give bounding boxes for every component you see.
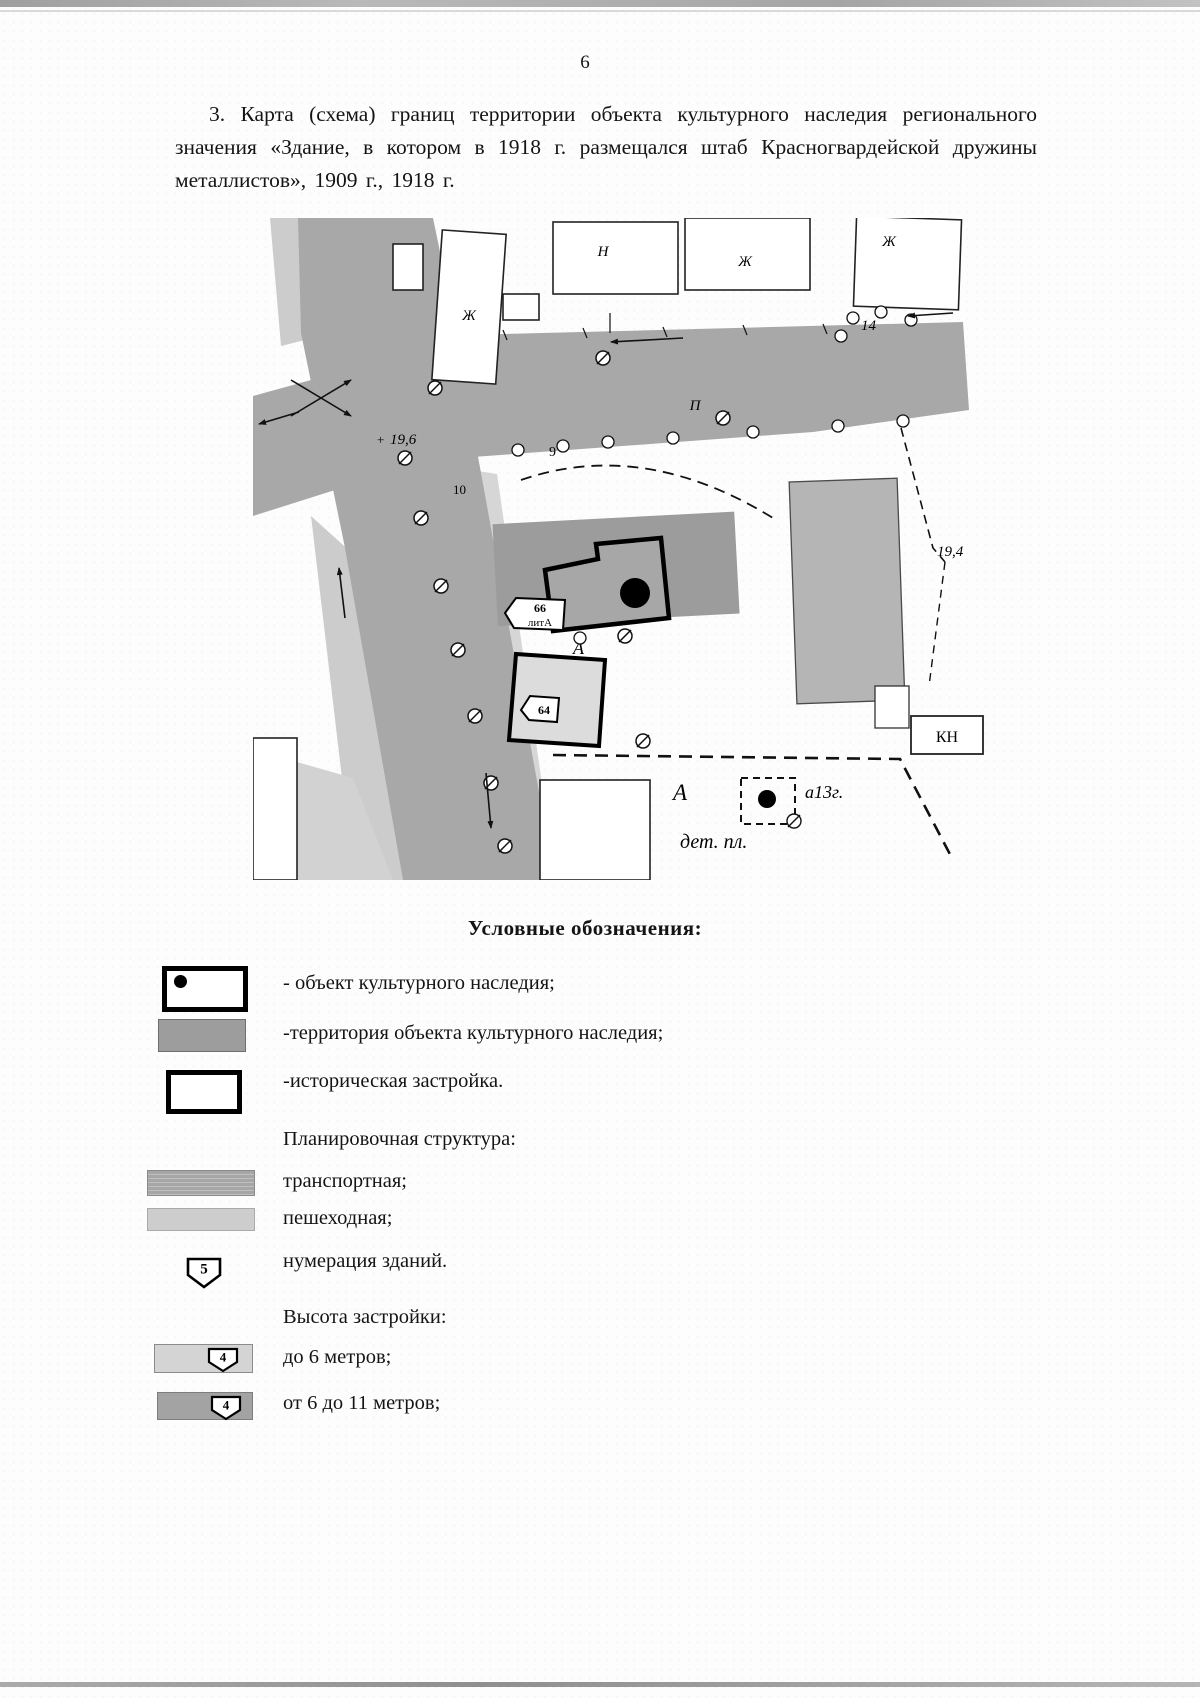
label-19-4: 19,4 — [937, 544, 964, 560]
legend-symbol-pedestrian — [147, 1208, 255, 1231]
label-64: 64 — [538, 703, 550, 717]
section-heading: 3. Карта (схема) границ территории объек… — [175, 102, 1037, 192]
map-figure: КН Ж Н Ж Ж П — [253, 218, 985, 880]
label-det-pl: дет. пл. — [680, 831, 747, 853]
map-crossed-circles — [397, 350, 731, 854]
legend-label-territory: -территория объекта культурного наследия… — [283, 1022, 664, 1044]
label-10: 10 — [453, 482, 466, 497]
legend-label-pedestrian: пешеходная; — [283, 1207, 393, 1229]
boundary-dashed-lines — [520, 427, 955, 861]
legend-title: Условные обозначения: — [467, 916, 703, 940]
label-zh-right: Ж — [881, 234, 897, 250]
label-14: 14 — [861, 318, 877, 334]
tag-66: 66 литА — [503, 596, 567, 632]
label-n-top: Н — [597, 244, 610, 260]
historic-buildings-top — [253, 218, 963, 880]
badge-4a-number: 4 — [220, 1350, 227, 1365]
legend-symbol-6to11: 4 — [157, 1392, 253, 1421]
label-litA: литА — [528, 617, 552, 629]
cross-mark: + — [377, 432, 384, 447]
label-66: 66 — [534, 601, 546, 615]
map-arrows — [258, 312, 954, 829]
building-64: 64 — [506, 651, 608, 749]
heritage-object-dot — [620, 578, 650, 608]
legend-label-transport: транспортная; — [283, 1170, 407, 1192]
building-right-gray — [788, 477, 910, 729]
legend-label-numbering: нумерация зданий. — [283, 1250, 448, 1272]
label-zh-mid: Ж — [737, 254, 753, 270]
label-zh-left: Ж — [461, 308, 477, 324]
heritage-object-building — [542, 535, 672, 634]
legend-symbol-transport — [147, 1170, 255, 1196]
pentagon-badge-4a: 4 — [207, 1347, 239, 1373]
scan-artifact-top — [0, 0, 1200, 7]
road-ticks — [502, 313, 828, 341]
pentagon-badge-5: 5 — [186, 1257, 222, 1289]
pentagon-badge-4b: 4 — [210, 1395, 242, 1421]
legend-symbol-territory — [158, 1019, 246, 1052]
playground — [740, 777, 802, 829]
heritage-dot-icon — [174, 975, 187, 988]
label-a-large: А — [671, 780, 688, 805]
badge-5-number: 5 — [200, 1262, 208, 1278]
legend-symbol-heritage-object — [162, 966, 248, 1012]
legend-symbol-upto6: 4 — [154, 1344, 253, 1373]
label-19-6: 19,6 — [390, 432, 417, 448]
scan-artifact-top2 — [0, 10, 1200, 12]
badge-4b-wrap: 4 — [210, 1395, 242, 1426]
legend-symbol-numbering: 5 — [185, 1256, 223, 1295]
badge-4a-wrap: 4 — [207, 1347, 239, 1378]
label-p: П — [689, 398, 702, 414]
legend-label-heritage-object: - объект культурного наследия; — [283, 972, 555, 994]
legend-planning-title: Планировочная структура: — [283, 1128, 516, 1150]
scan-artifact-bottom — [0, 1682, 1200, 1687]
badge-4b-number: 4 — [223, 1398, 230, 1413]
label-kn: КН — [936, 729, 959, 746]
building-letters: Ж Н Ж Ж П — [461, 234, 897, 414]
map-svg: КН Ж Н Ж Ж П — [253, 218, 984, 880]
legend-symbol-historic — [166, 1070, 242, 1114]
legend-label-upto6: до 6 метров; — [283, 1346, 392, 1368]
building-kn: КН — [910, 715, 984, 755]
legend-label-historic: -историческая застройка. — [283, 1070, 504, 1092]
label-note: а13г. — [805, 782, 843, 802]
legend-label-6to11: от 6 до 11 метров; — [283, 1392, 441, 1414]
legend-height-title: Высота застройки: — [283, 1306, 447, 1328]
map-text-labels: + 19,6 19,4 14 9 10 А А дет. пл. а13г. — [377, 318, 964, 853]
page-number: 6 — [580, 52, 590, 73]
label-9: 9 — [549, 445, 556, 460]
